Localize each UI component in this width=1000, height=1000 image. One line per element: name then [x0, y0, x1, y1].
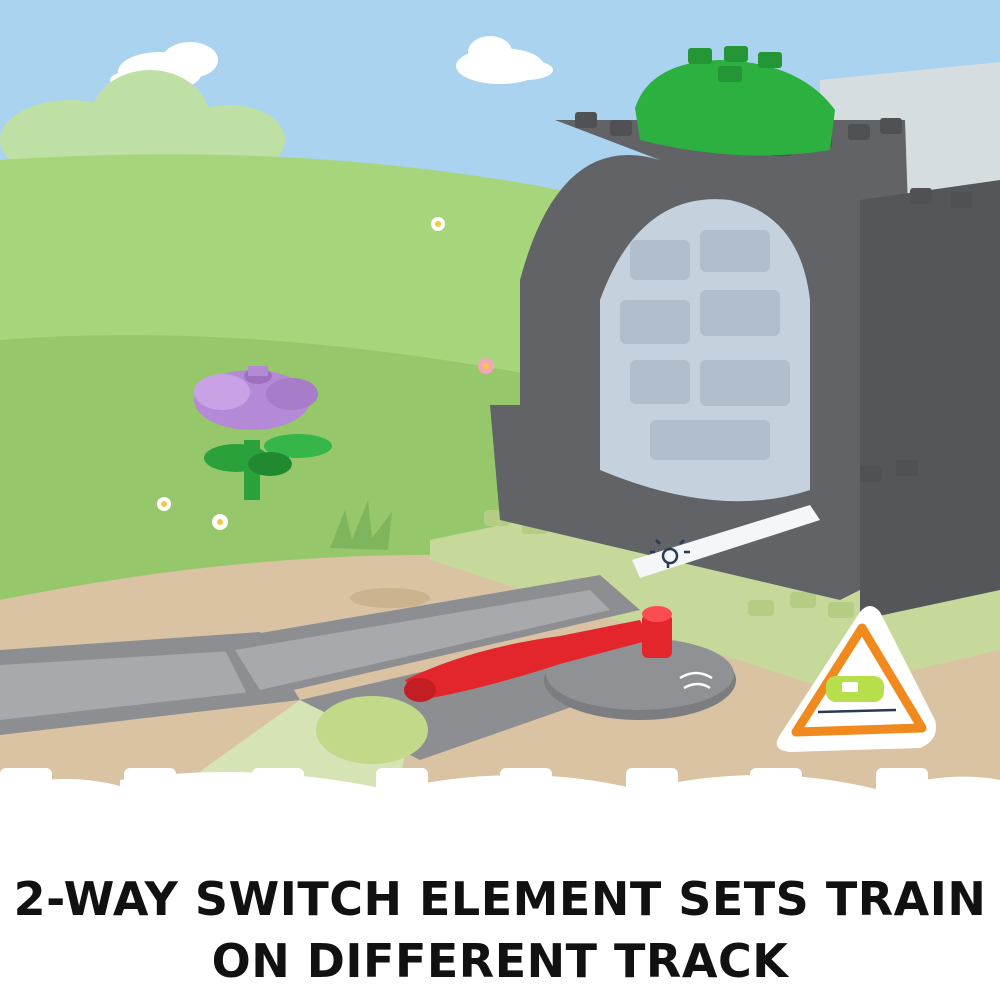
daisy — [431, 217, 445, 231]
caption-line-2: ON DIFFERENT TRACK — [211, 934, 789, 988]
switch-lever — [405, 620, 650, 700]
tunnel — [490, 46, 1000, 620]
brick-border — [0, 768, 1000, 1000]
lightbulb-icon — [650, 539, 690, 568]
train-warning-sign — [776, 606, 936, 752]
grass-tuft — [330, 500, 392, 550]
brick-flower — [194, 366, 332, 500]
caption: 2-WAY SWITCH ELEMENT SETS TRAIN ON DIFFE… — [0, 868, 1000, 992]
daisy — [212, 514, 228, 530]
caption-line-1: 2-WAY SWITCH ELEMENT SETS TRAIN — [13, 872, 987, 926]
switch-element — [404, 606, 736, 720]
grass-near — [0, 335, 560, 620]
daisy — [157, 497, 171, 511]
light-sensor-tile — [632, 505, 820, 578]
train-warning-icon — [817, 676, 897, 714]
cloud — [456, 36, 553, 84]
pink-flower — [478, 358, 494, 374]
